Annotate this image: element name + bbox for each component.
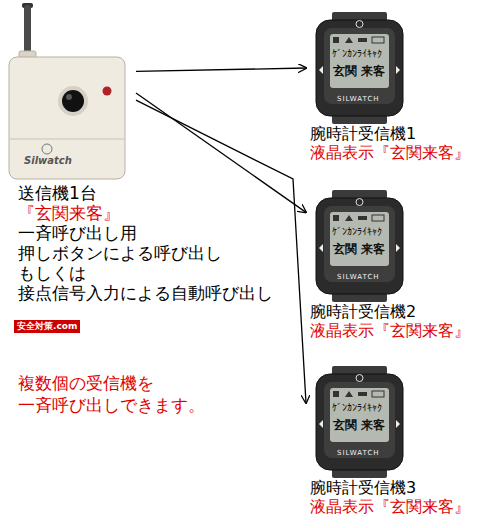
display-text: 液晶表示『玄関来客』 [310, 497, 484, 516]
brand-name: SILWATCH [337, 273, 380, 281]
button-highlight [66, 94, 72, 100]
description-text: 一斉呼び出し用 押しボタンによる呼び出し もしくは 接点信号入力による自動呼び出… [18, 223, 283, 303]
display-text: 液晶表示『玄関来客』 [310, 321, 484, 340]
transmitter-box: 送信機1台『玄関来客』一斉呼び出し用 押しボタンによる呼び出し もしくは 接点信… [5, 3, 285, 303]
watch-receiver-picture [316, 190, 403, 302]
watermark: 安全対策.com [14, 320, 80, 333]
watch-receiver-picture [316, 366, 403, 478]
transmitter-body [9, 57, 125, 179]
arrow-connector [136, 68, 306, 71]
receiver-box: 腕時計受信機1液晶表示『玄関来客』 [308, 12, 484, 162]
device-title: 送信機1台 [18, 183, 285, 203]
display-text: 液晶表示『玄関来客』 [310, 143, 484, 162]
display-text: 『玄関来客』 [18, 203, 285, 223]
lcd-kanji-text: 玄関 来客 [333, 242, 385, 256]
button-ring [58, 86, 88, 116]
lcd-kana-text: ｹﾞﾝｶﾝﾗｲｷｬｸ [332, 402, 382, 414]
lcd-kana-text: ｹﾞﾝｶﾝﾗｲｷｬｸ [332, 48, 382, 60]
push-button [62, 90, 84, 112]
lcd-kana-text: ｹﾞﾝｶﾝﾗｲｷｬｸ [332, 226, 382, 238]
receiver-title: 腕時計受信機2 [310, 302, 484, 321]
lcd-kanji-text: 玄関 来客 [333, 418, 385, 432]
brand-name: SILWATCH [337, 449, 380, 457]
lcd-kanji-text: 玄関 来客 [333, 64, 385, 78]
watch-receiver-picture [316, 12, 403, 124]
receiver-box: 腕時計受信機3液晶表示『玄関来客』 [308, 366, 484, 516]
receiver-title: 腕時計受信機3 [310, 478, 484, 497]
receiver-box: 腕時計受信機2液晶表示『玄関来客』 [308, 190, 484, 340]
brand-logo [42, 144, 52, 154]
receiver-title: 腕時計受信機1 [310, 124, 484, 143]
brand-name: SILWATCH [337, 95, 380, 103]
indicator-lamp [103, 87, 112, 96]
case-seam [10, 139, 124, 140]
note-text: 複数個の受信機を 一斉呼び出しできます。 [18, 372, 218, 416]
brand-name: Silwatch [24, 155, 72, 167]
arrow-connector [136, 93, 306, 212]
transmitter-photo [9, 3, 125, 179]
